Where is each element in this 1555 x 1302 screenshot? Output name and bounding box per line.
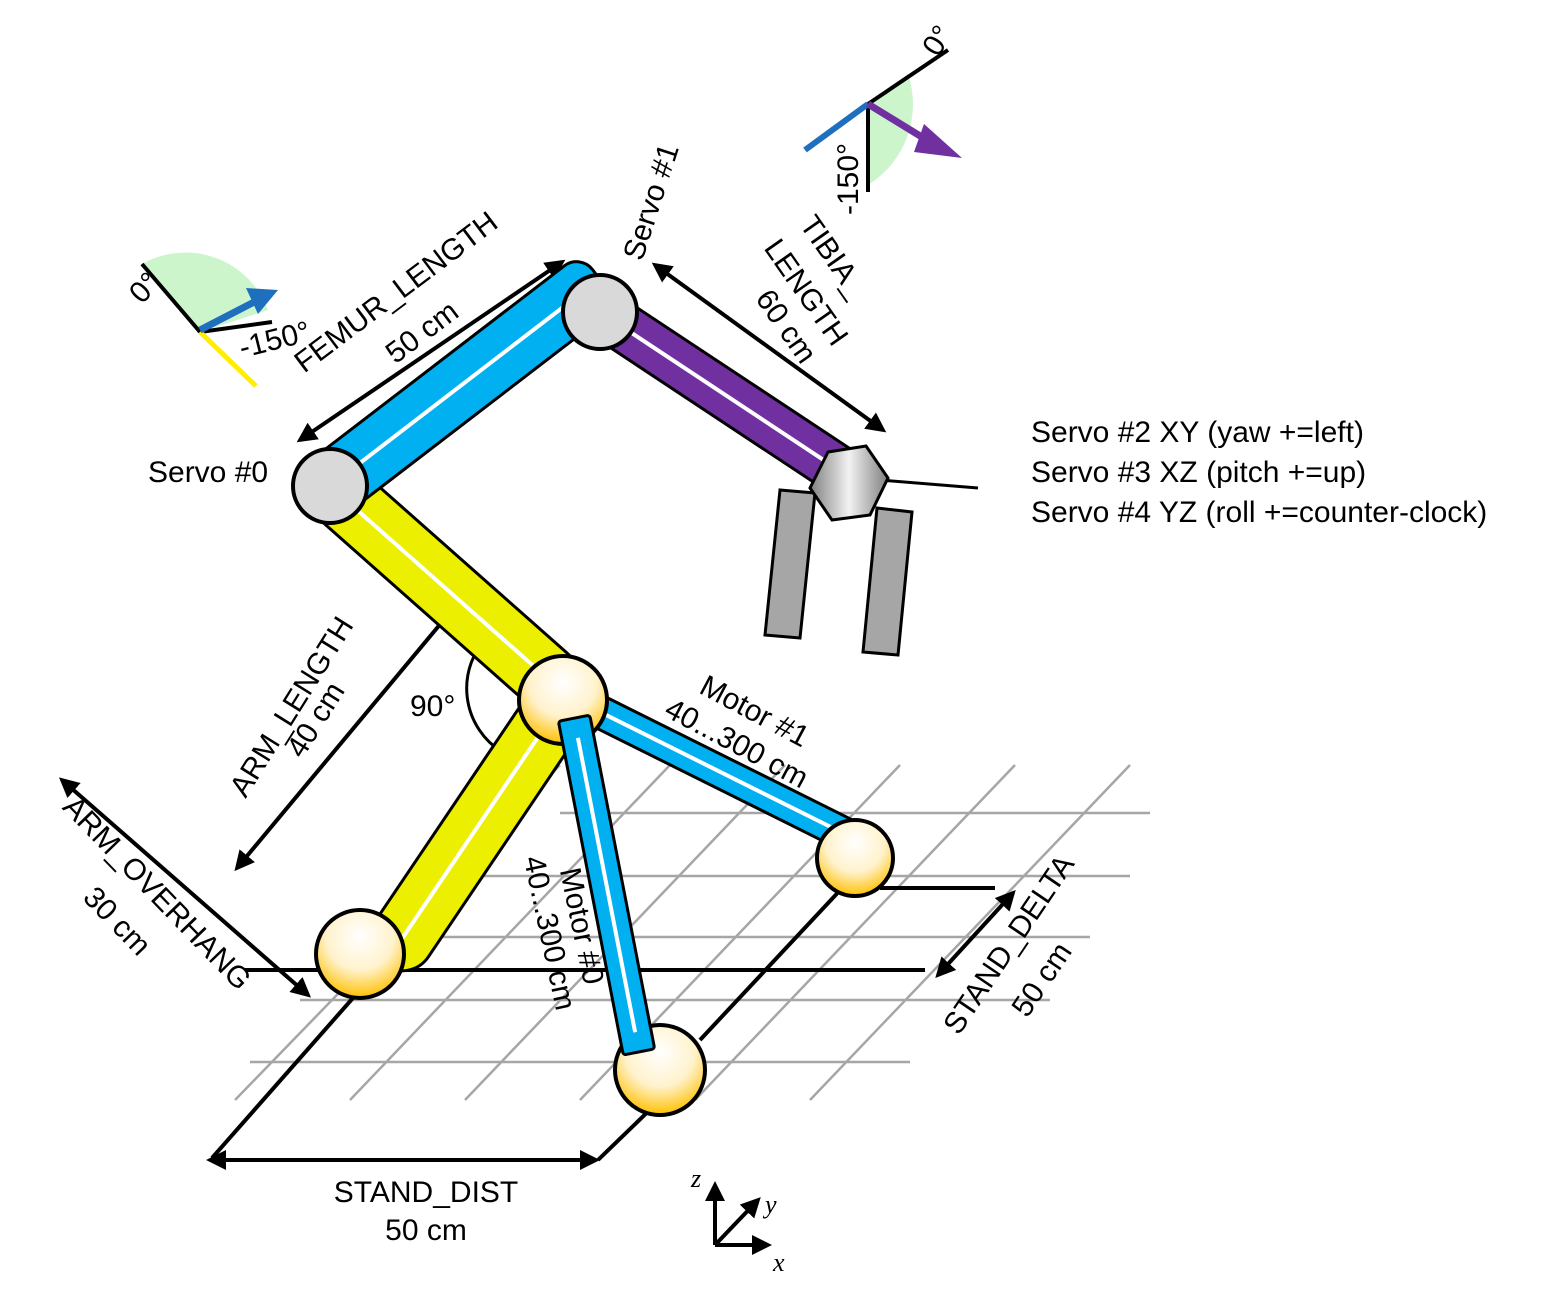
motor0-strut [557,714,656,1056]
servo0-joint [291,447,369,525]
servo-note-item: Servo #3 XZ (pitch +=up) [1031,456,1366,489]
servo0-label: Servo #0 [148,456,268,489]
servo1-arrow-icon [914,124,962,158]
servo1-label: Servo #1 [617,140,685,264]
wrist-servo [808,444,890,522]
servo-note-item: Servo #4 YZ (roll +=counter-clock) [1031,496,1487,529]
coordinate-axes: z y x [690,1164,785,1277]
servo1-joint [561,273,639,351]
axis-x-label: x [772,1248,785,1277]
servo-note-item: Servo #2 XY (yaw +=left) [1031,416,1364,449]
stand-dist-value-label: 50 cm [385,1214,467,1247]
ground-joint-left [314,908,406,1000]
gauge1-min-label: -150° [832,143,865,215]
gripper [763,444,979,657]
servo0-angle-gauge [140,252,278,388]
axis-z-label: z [690,1164,701,1193]
servo0-arrow-icon [246,288,278,314]
dimension-arrows [58,259,1016,1170]
servo-notes: Servo #2 XY (yaw +=left) Servo #3 XZ (pi… [1031,416,1487,529]
ground-joint-right [815,818,895,898]
gauge1-zero-label: 0° [916,20,959,62]
stand-dist-name-label: STAND_DIST [334,1176,518,1209]
servo1-angle-gauge [803,48,962,192]
right-angle-label: 90° [410,690,455,723]
axis-y-label: y [762,1190,777,1219]
